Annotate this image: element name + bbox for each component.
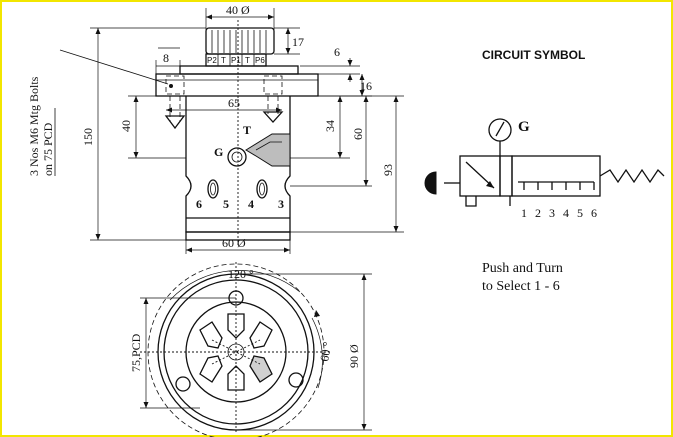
valve-position-0 — [499, 155, 513, 197]
port-4-label: 4 — [248, 197, 254, 211]
side-view: P2 T P1 T P6 G T — [27, 3, 404, 254]
knob — [205, 27, 275, 55]
gauge-symbol-label: G — [518, 119, 530, 135]
dim-body-total: 93 — [381, 164, 395, 176]
port-number-4: 4 — [563, 206, 569, 220]
bolt-tip-right — [262, 111, 284, 123]
port-label-p6: P6 — [255, 56, 265, 65]
valve-position-2 — [511, 155, 601, 197]
dim-mount-width: 65 — [228, 96, 240, 110]
dim-pcd: 75,PCD — [129, 333, 143, 372]
gauge-port — [227, 147, 247, 167]
mount-hole-left — [175, 376, 191, 392]
port-label-t2: T — [245, 56, 250, 65]
circuit-note-line-2: to Select 1 - 6 — [482, 279, 560, 294]
port-5-hole — [207, 179, 219, 199]
dim-t-height: 60 — [351, 128, 365, 140]
dim-knob-dia: 40 Ø — [226, 3, 250, 17]
port-number-5: 5 — [577, 206, 583, 220]
radial-ports — [199, 313, 273, 391]
dim-flange-ports: 16 — [360, 79, 372, 93]
mounting-flange — [155, 73, 319, 97]
circuit-symbol: CIRCUIT SYMBOL G 1 2 — [424, 48, 665, 294]
collar — [179, 65, 299, 75]
knob-knurl — [211, 30, 267, 53]
tank-symbol — [465, 196, 477, 207]
dim-gauge-height: 34 — [323, 120, 337, 132]
blocked-port-symbols — [518, 181, 595, 190]
bolt-head-right — [263, 75, 283, 95]
bolt-note-line-2: on 75 PCD — [41, 122, 55, 176]
port-3-label: 3 — [278, 197, 284, 211]
tank-port-label: T — [243, 123, 251, 137]
dim-base-dia: 60 Ø — [222, 236, 246, 250]
gauge-port-label: G — [214, 145, 223, 159]
circuit-note-line-1: Push and Turn — [482, 261, 563, 276]
dim-flange-thk: 6 — [334, 45, 340, 59]
port-number-6: 6 — [591, 206, 597, 220]
dim-bolt-depth: 40 — [119, 120, 133, 132]
port-label-p1: P1 — [231, 56, 241, 65]
spring-icon — [599, 168, 665, 184]
circuit-title: CIRCUIT SYMBOL — [482, 48, 585, 62]
dim-angle-60: 60 ° — [317, 340, 334, 362]
bolt-head-left — [165, 75, 185, 95]
port-label-p2: P2 — [207, 56, 217, 65]
push-button-icon — [424, 171, 437, 195]
bolt-note-line-1: 3 Nos M6 Mtg Bolts — [27, 76, 41, 176]
dim-flange-dia: 90 Ø — [347, 344, 361, 368]
port-4-hole — [256, 179, 268, 199]
port-number-1: 1 — [521, 206, 527, 220]
port-number-2: 2 — [535, 206, 541, 220]
top-view: 120 ° 60 ° 75,PCD 90 Ø — [129, 262, 372, 437]
bolt-dot — [169, 84, 173, 88]
mount-hole-right — [288, 372, 304, 388]
port-number-3: 3 — [549, 206, 555, 220]
dim-knob-height: 17 — [292, 35, 304, 49]
port-6-label: 6 — [196, 197, 202, 211]
dim-overall-height: 150 — [81, 128, 95, 146]
bolt-tip-left — [164, 115, 186, 130]
t-port-section — [245, 133, 291, 167]
port-5-label: 5 — [223, 197, 229, 211]
dim-step: 8 — [163, 51, 169, 65]
port-label-t1: T — [221, 56, 226, 65]
